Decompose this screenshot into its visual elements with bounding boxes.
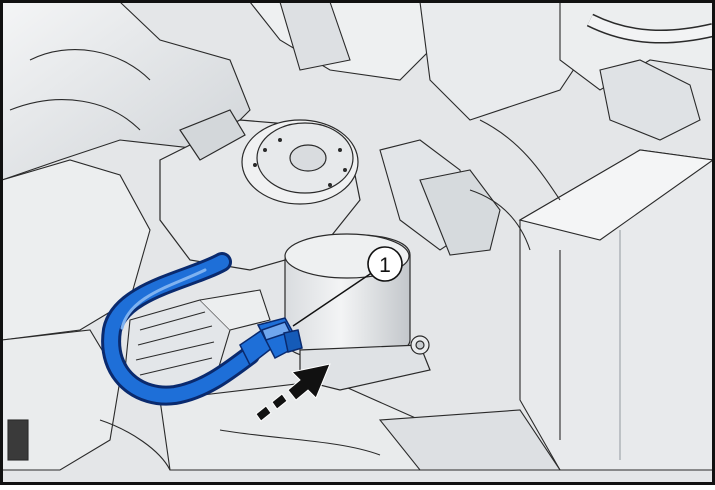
- cylindrical-component: [284, 233, 431, 391]
- rubber-boot: [124, 289, 271, 396]
- highlighted-hose: [101, 252, 260, 406]
- callout-leader-line: [292, 271, 374, 327]
- callout-1: 1: [367, 246, 403, 282]
- reservoir: [159, 109, 361, 271]
- callout-1-number: 1: [379, 254, 391, 277]
- hose-connector: [239, 317, 303, 367]
- direction-arrow: [255, 363, 331, 422]
- engine-bay-background: [1, 1, 715, 471]
